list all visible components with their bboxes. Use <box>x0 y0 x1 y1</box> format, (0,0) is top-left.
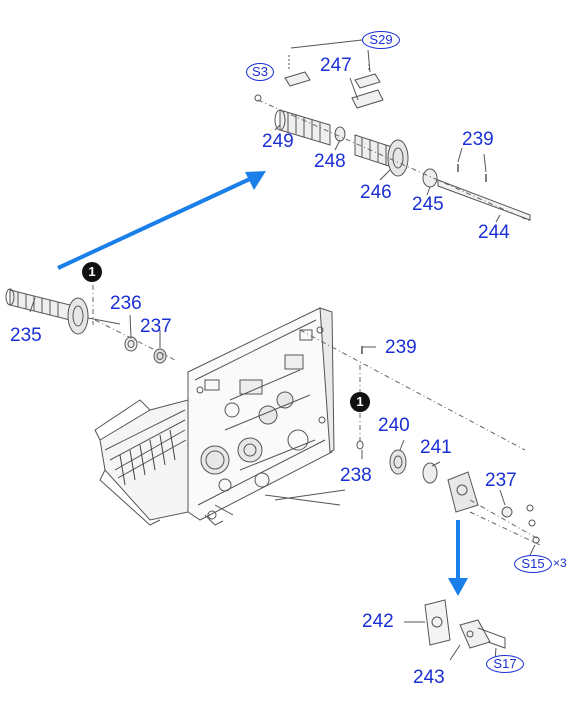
screw-tag-s3: S3 <box>246 63 274 81</box>
screw-qty-label: ×3 <box>553 556 567 570</box>
step-marker-1-lower: 1 <box>350 392 370 412</box>
callout-240: 240 <box>378 415 410 436</box>
plate-242 <box>424 599 451 646</box>
callout-239-upper: 239 <box>462 129 494 150</box>
arrowhead-icon <box>448 578 468 596</box>
arrowhead-icon <box>245 171 266 190</box>
upper-roller-group <box>254 55 531 221</box>
callout-249: 249 <box>262 131 294 152</box>
arrow-to-lower-plate <box>448 520 468 596</box>
callout-247: 247 <box>320 55 352 76</box>
callout-236: 236 <box>110 293 142 314</box>
callout-237-left: 237 <box>140 316 172 337</box>
callout-245: 245 <box>412 194 444 215</box>
callout-244: 244 <box>478 222 510 243</box>
callout-238: 238 <box>340 465 372 486</box>
callout-248: 248 <box>314 151 346 172</box>
gear-240 <box>389 449 407 475</box>
gear-241 <box>422 462 438 484</box>
callout-242: 242 <box>362 611 394 632</box>
step-marker-1-upper: 1 <box>82 262 102 282</box>
leader-lines <box>29 39 536 661</box>
shaft-235 <box>5 288 121 335</box>
callout-243: 243 <box>413 667 445 688</box>
alignment-lines <box>92 99 541 546</box>
callout-239-lower: 239 <box>385 337 417 358</box>
screw-tag-s17: S17 <box>486 655 524 673</box>
arrow-to-upper-group <box>57 171 266 270</box>
screw-tag-s29: S29 <box>362 31 400 49</box>
bracket-243 <box>459 619 506 649</box>
gear-group-right <box>356 346 540 544</box>
bushing-237 <box>153 348 167 364</box>
callout-246: 246 <box>360 182 392 203</box>
callout-241: 241 <box>420 437 452 458</box>
callout-237-right: 237 <box>485 470 517 491</box>
screw-tag-s15: S15 <box>514 555 552 573</box>
side-frame-assembly <box>94 307 346 526</box>
bearing-236 <box>124 336 138 352</box>
callout-235: 235 <box>10 325 42 346</box>
plate-group <box>447 471 479 513</box>
